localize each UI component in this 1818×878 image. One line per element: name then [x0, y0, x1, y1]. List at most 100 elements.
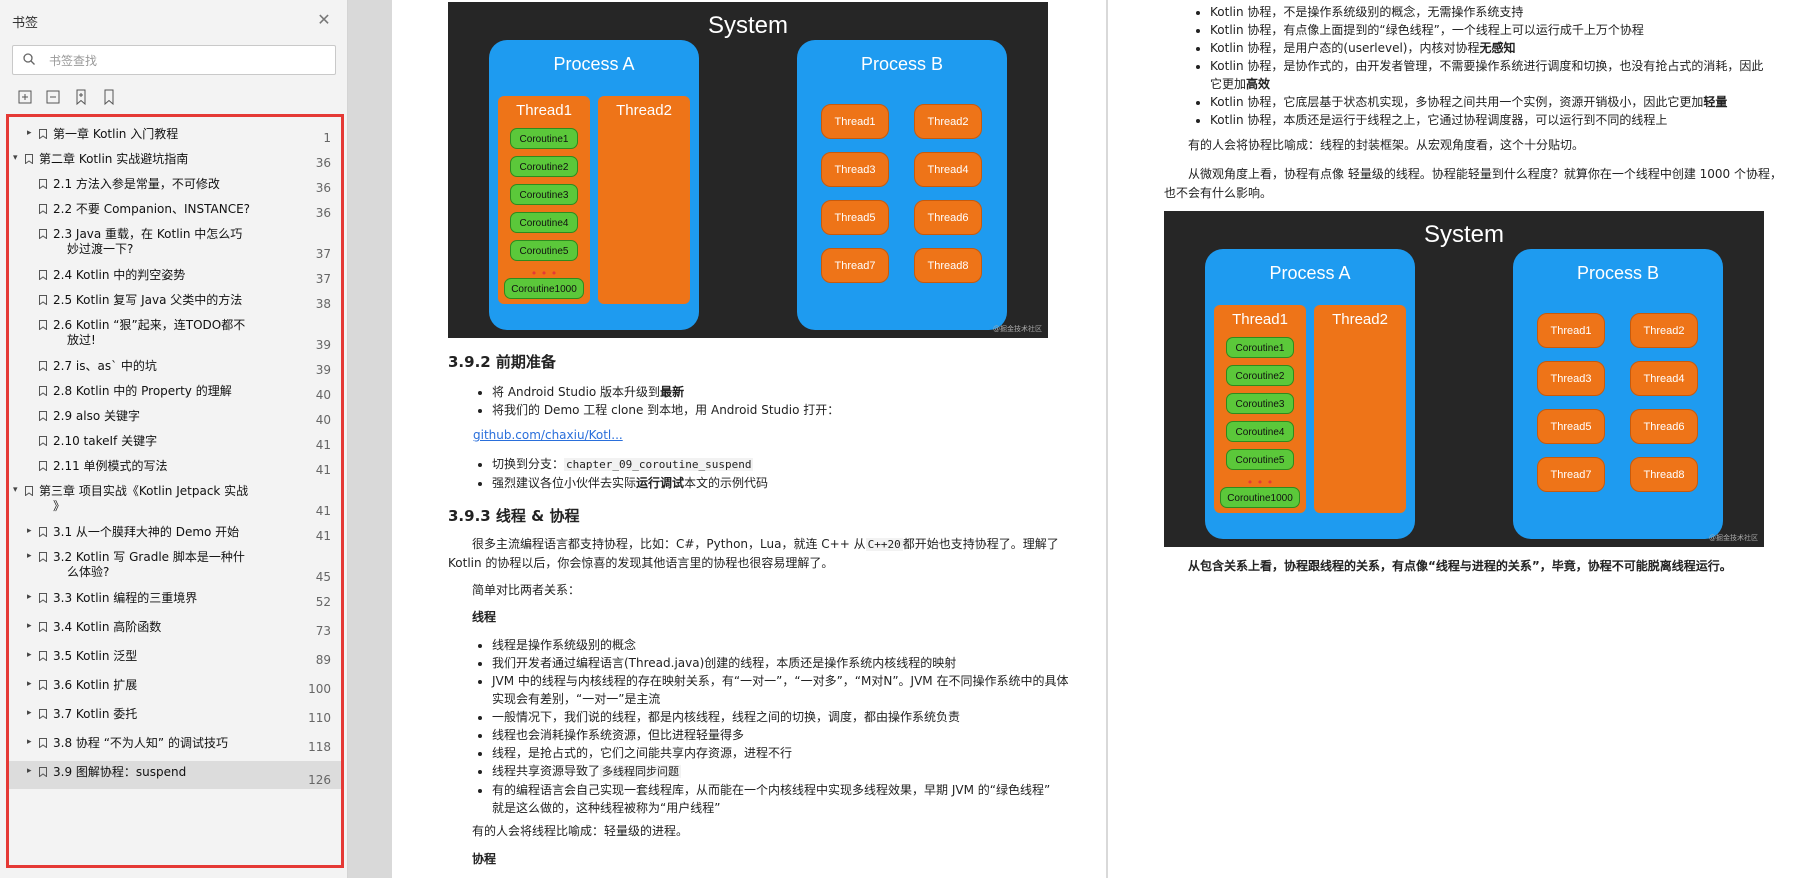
list-item: 将 Android Studio 版本升级到最新 — [492, 383, 1072, 401]
paragraph: 有的人会将协程比喻成：线程的封装框架。从宏观角度看，这个十分贴切。 — [1188, 138, 1585, 152]
add-bookmark-icon[interactable] — [72, 88, 90, 106]
ellipsis-dots: • • • — [530, 267, 558, 280]
bookmark-icon — [25, 154, 33, 164]
chevron-down-icon[interactable]: ▾ — [13, 485, 18, 495]
toc-item-page: 89 — [315, 653, 331, 667]
process-b-label: Process B — [860, 54, 944, 74]
ellipsis-dots: • • • — [1246, 476, 1274, 489]
toc-item-label: 3.9 图解协程：suspend — [53, 765, 187, 779]
bookmark-icon — [39, 361, 47, 371]
bookmark-icon — [39, 651, 47, 661]
thread1-label: Thread1 — [1232, 311, 1288, 328]
thread-box: Thread3 — [821, 152, 889, 187]
thread-box: Thread2 — [914, 104, 982, 139]
toc-item[interactable]: ▸3.2 Kotlin 写 Gradle 脚本是一种什么体验?45 — [9, 546, 341, 586]
toc-item-label: 3.7 Kotlin 委托 — [53, 707, 138, 721]
chevron-right-icon[interactable]: ▸ — [27, 128, 32, 138]
thread1-label: Thread1 — [516, 102, 572, 119]
chevron-down-icon[interactable]: ▾ — [13, 153, 18, 163]
toc-item-label: 3.8 协程 “不为人知” 的调试技巧 — [53, 736, 228, 750]
collapse-all-icon[interactable] — [44, 88, 62, 106]
toc-item-page: 36 — [315, 181, 331, 195]
bookmark-icon — [39, 179, 47, 189]
chevron-right-icon[interactable]: ▸ — [27, 650, 32, 660]
toc-item[interactable]: 2.3 Java 重载，在 Kotlin 中怎么巧妙过渡一下?37 — [9, 223, 341, 263]
bookmark-icon — [39, 767, 47, 777]
watermark: @掘金技术社区 — [993, 325, 1042, 333]
close-icon[interactable]: ✕ — [317, 10, 331, 29]
toc-item-page: 41 — [315, 504, 331, 518]
bookmark-icon — [39, 527, 47, 537]
toc-item[interactable]: ▸ 3.7 Kotlin 委托 110 — [9, 703, 341, 727]
coroutine-pill: Coroutine2 — [510, 156, 578, 177]
chevron-right-icon[interactable]: ▸ — [27, 766, 32, 776]
toc-item-label: 2.9 also 关键字 — [53, 409, 140, 423]
chevron-right-icon[interactable]: ▸ — [27, 592, 32, 602]
coroutine-pill: Coroutine4 — [510, 212, 578, 233]
chevron-right-icon[interactable]: ▸ — [27, 679, 32, 689]
bookmark-search-input[interactable] — [47, 50, 331, 72]
bookmark-icon — [25, 486, 33, 496]
chevron-right-icon[interactable]: ▸ — [27, 621, 32, 631]
system-label: System — [707, 12, 788, 39]
process-b-label: Process B — [1576, 263, 1660, 283]
toc-item-page: 37 — [315, 247, 331, 261]
toc-item-page: 41 — [315, 438, 331, 452]
chevron-right-icon[interactable]: ▸ — [27, 737, 32, 747]
coroutine-pill: Coroutine1000 — [1220, 487, 1300, 508]
bookmark-search-box[interactable] — [12, 45, 336, 75]
bookmark-icon[interactable] — [100, 88, 118, 106]
toc-item-page: 110 — [308, 711, 331, 725]
thread-box: Thread1 — [1537, 313, 1605, 348]
thread-box: Thread3 — [1537, 361, 1605, 396]
bookmark-icon — [39, 552, 47, 562]
list-item: 将我们的 Demo 工程 clone 到本地，用 Android Studio … — [492, 401, 1072, 419]
prep-list: 将 Android Studio 版本升级到最新 将我们的 Demo 工程 cl… — [474, 383, 1072, 419]
expand-all-icon[interactable] — [16, 88, 34, 106]
toc-item[interactable]: 2.6 Kotlin “狠”起来，连TODO都不放过!39 — [9, 314, 341, 354]
toc-item-label: 2.4 Kotlin 中的判空姿势 — [53, 268, 186, 282]
toc-item[interactable]: ▾ 第二章 Kotlin 实战避坑指南 36 — [9, 148, 341, 172]
bookmark-icon — [39, 229, 47, 239]
process-a-label: Process A — [553, 54, 635, 74]
bookmark-icon — [39, 204, 47, 214]
toc-item[interactable]: ▸ 第一章 Kotlin 入门教程 1 — [9, 123, 341, 147]
list-item: Kotlin 协程，本质还是运行于线程之上，它通过协程调度器，可以运行到不同的线… — [1210, 111, 1810, 129]
coroutine-pill: Coroutine4 — [1226, 421, 1294, 442]
chevron-right-icon[interactable]: ▸ — [27, 526, 32, 536]
thread-box: Thread5 — [821, 200, 889, 235]
toc-item[interactable]: 2.2 不要 Companion、INSTANCE?36 — [9, 198, 341, 222]
github-link[interactable]: github.com/chaxiu/Kotl... — [473, 428, 623, 442]
thread-box: Thread8 — [914, 248, 982, 283]
coroutine-pill: Coroutine5 — [1226, 449, 1294, 470]
toc-item-label: 第二章 Kotlin 实战避坑指南 — [39, 152, 189, 166]
chevron-right-icon[interactable]: ▸ — [27, 551, 32, 561]
toc-item-label: 第一章 Kotlin 入门教程 — [53, 127, 179, 141]
toc-item-page: 1 — [323, 131, 331, 145]
toc-item[interactable]: ▾第三章 项目实战《Kotlin Jetpack 实战》41 — [9, 480, 341, 520]
toc-item-page: 36 — [315, 156, 331, 170]
coroutine-pill: Coroutine3 — [1226, 393, 1294, 414]
toc-item-page: 36 — [315, 206, 331, 220]
chevron-right-icon[interactable]: ▸ — [27, 708, 32, 718]
thread-box: Thread6 — [914, 200, 982, 235]
coroutine-pill: Coroutine3 — [510, 184, 578, 205]
